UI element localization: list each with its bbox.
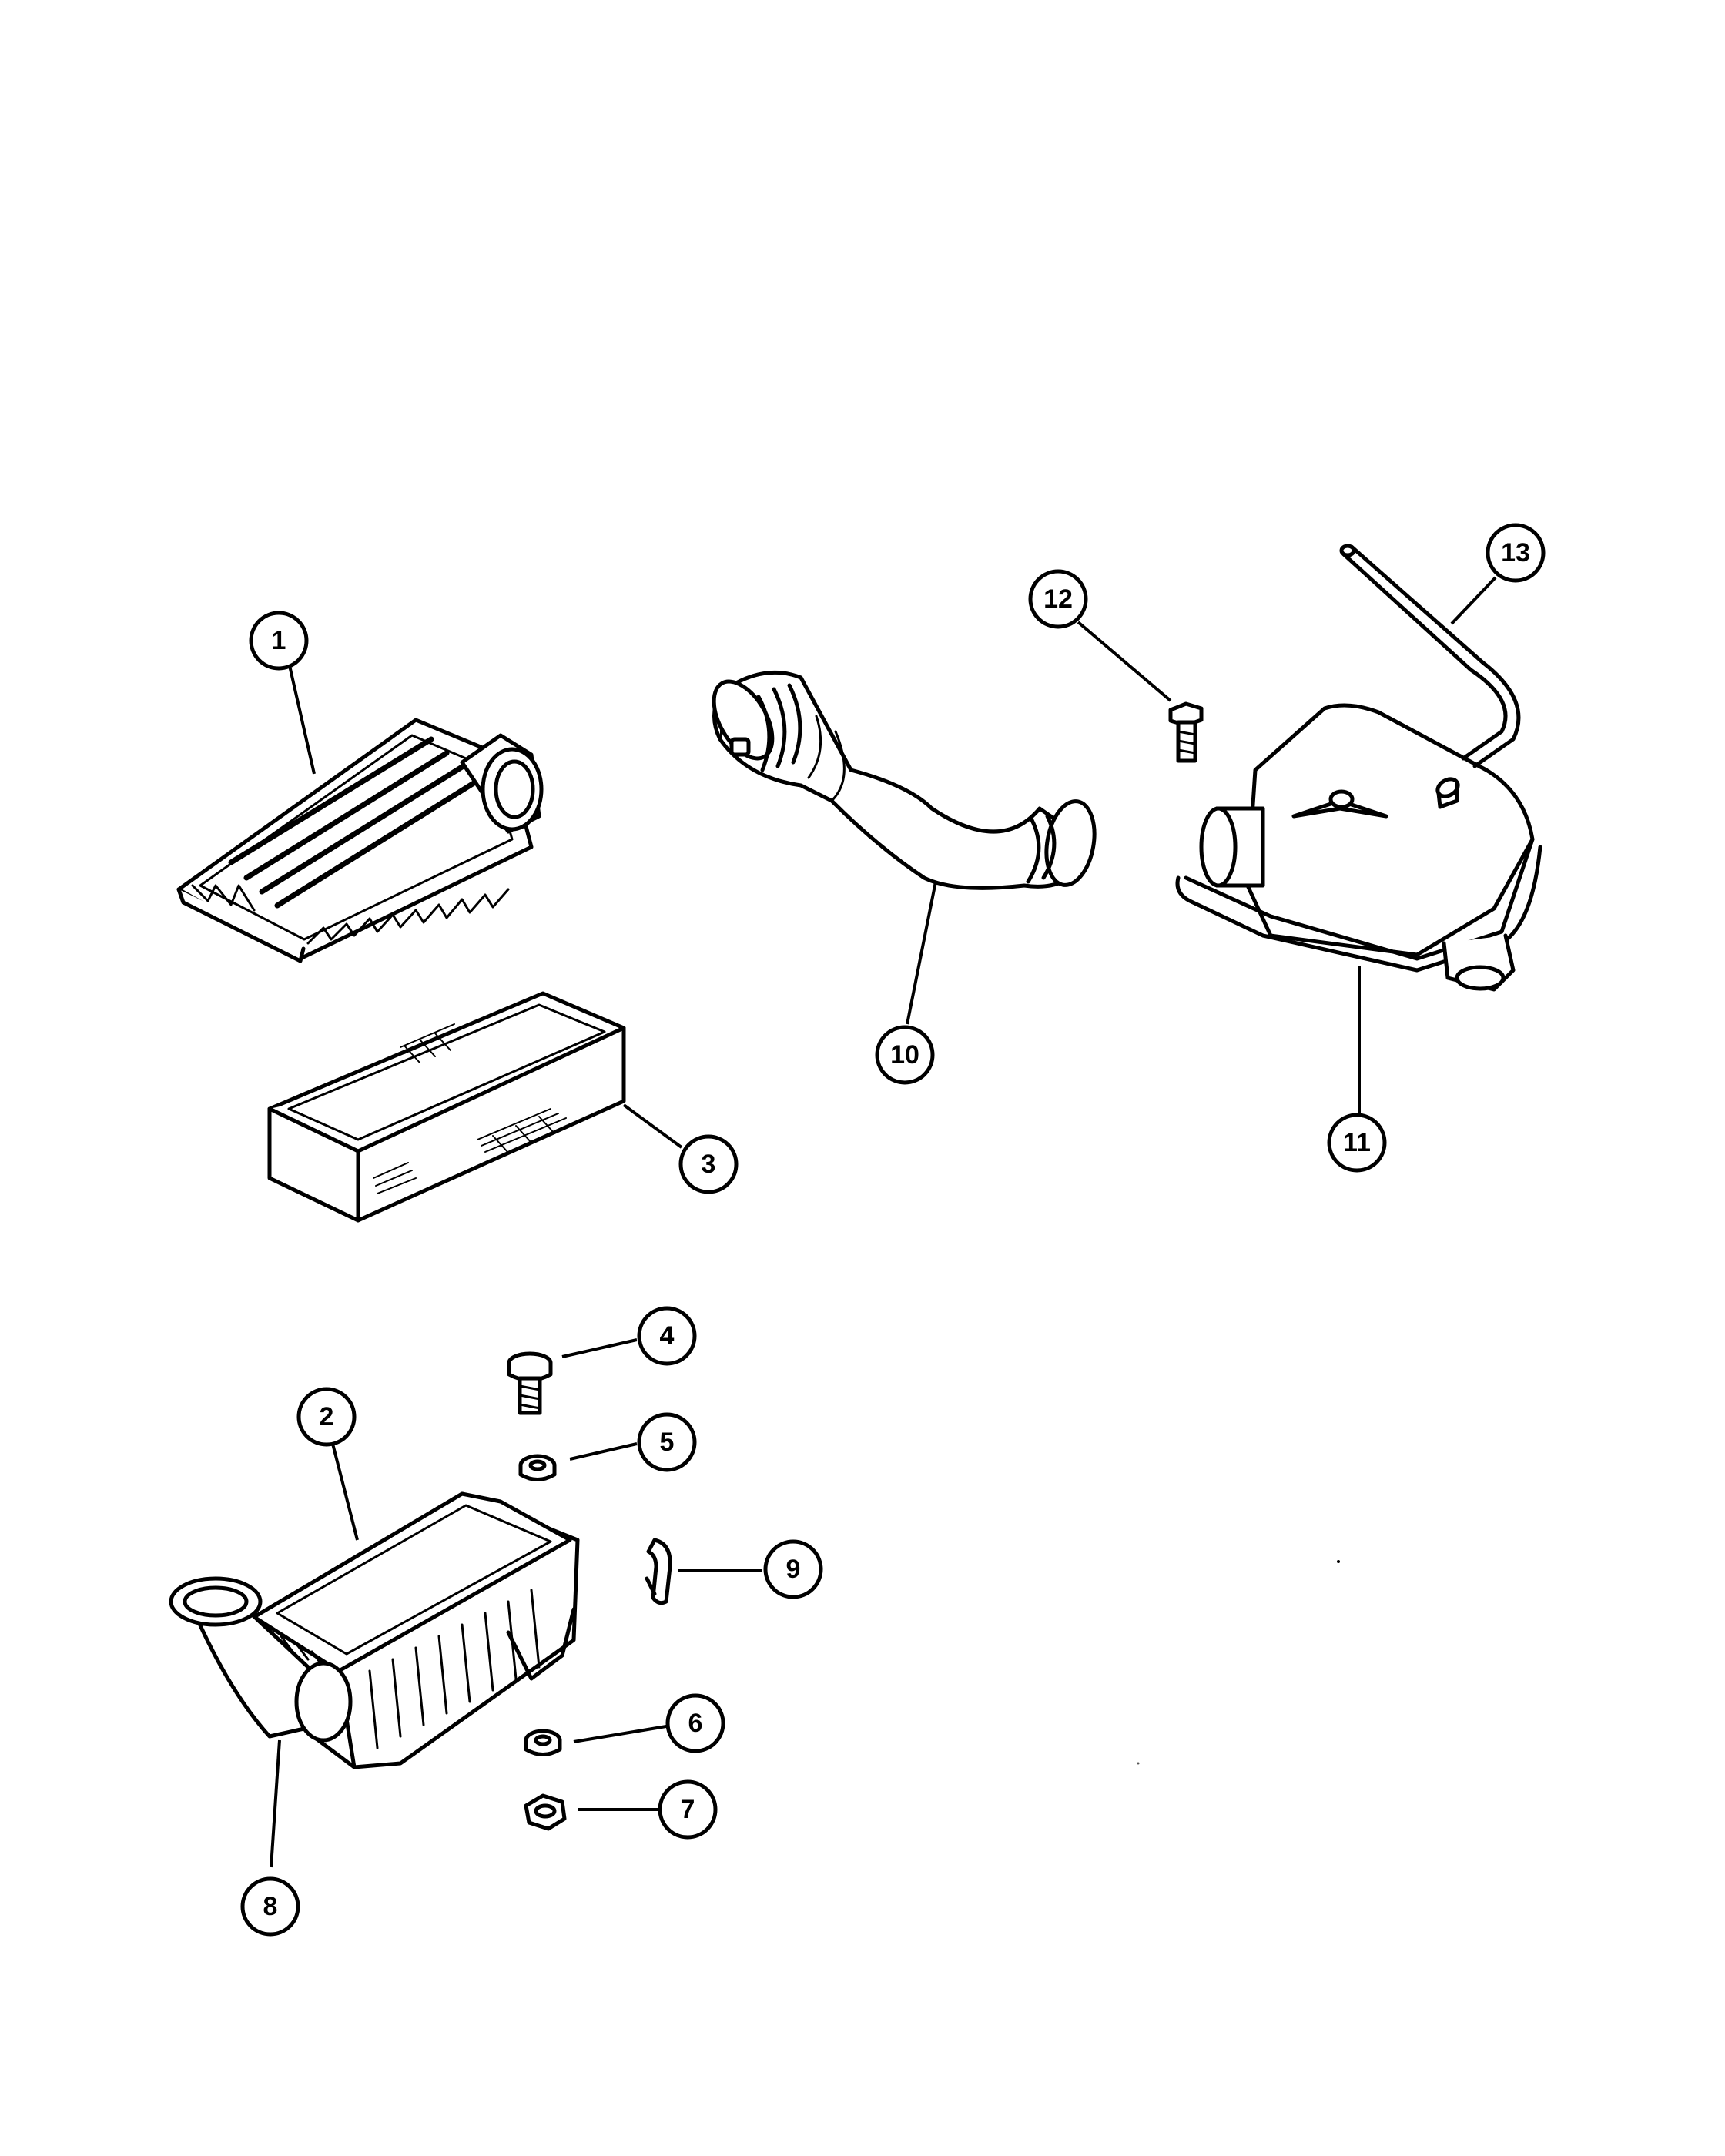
resonator-box <box>1175 703 1542 992</box>
leader-8 <box>270 1739 281 1868</box>
leader-2 <box>331 1443 359 1541</box>
air-cleaner-cover <box>176 718 544 963</box>
leader-1 <box>287 661 316 775</box>
callout-9: 9 <box>763 1539 823 1599</box>
callout-7-label: 7 <box>681 1795 695 1824</box>
callout-4-label: 4 <box>660 1321 675 1351</box>
callout-10: 10 <box>875 1025 935 1085</box>
air-cleaner-housing <box>169 1491 580 1769</box>
callout-4: 4 <box>637 1306 697 1366</box>
callout-8: 8 <box>240 1876 300 1937</box>
callout-9-label: 9 <box>786 1555 801 1584</box>
leader-10 <box>906 881 937 1025</box>
callout-3-label: 3 <box>702 1150 716 1179</box>
leader-13 <box>1450 576 1497 625</box>
leader-4 <box>561 1338 638 1358</box>
leader-3 <box>622 1103 683 1149</box>
callout-11: 11 <box>1327 1113 1387 1173</box>
callout-3: 3 <box>678 1134 739 1194</box>
callout-2-label: 2 <box>320 1402 334 1431</box>
leader-12 <box>1077 621 1172 702</box>
vent-hose <box>1339 544 1521 768</box>
callout-6-label: 6 <box>688 1709 703 1738</box>
callout-7: 7 <box>658 1779 718 1840</box>
callout-1: 1 <box>249 611 309 671</box>
callout-5: 5 <box>637 1412 697 1472</box>
bolt-12 <box>1168 701 1204 763</box>
callout-12: 12 <box>1028 569 1088 629</box>
scan-speck <box>1137 1762 1140 1765</box>
callout-1-label: 1 <box>272 626 286 655</box>
scan-speck <box>1337 1560 1340 1563</box>
air-inlet-hose <box>712 670 1097 890</box>
callout-12-label: 12 <box>1043 584 1073 614</box>
callout-5-label: 5 <box>660 1428 675 1457</box>
callout-13-label: 13 <box>1501 538 1530 567</box>
grommet-6 <box>524 1729 562 1756</box>
callout-6: 6 <box>665 1693 725 1753</box>
callout-10-label: 10 <box>890 1040 919 1070</box>
callout-11-label: 11 <box>1343 1128 1371 1157</box>
grommet-5 <box>518 1454 557 1481</box>
callout-13: 13 <box>1486 523 1546 583</box>
callout-2: 2 <box>296 1387 357 1447</box>
air-filter-element <box>267 991 626 1223</box>
callout-8-label: 8 <box>263 1892 278 1921</box>
nut-7 <box>524 1793 567 1831</box>
leader-6 <box>573 1723 676 1743</box>
clip-9 <box>645 1538 672 1605</box>
bolt-4 <box>507 1351 553 1415</box>
leader-5 <box>569 1442 638 1461</box>
leader-lines <box>270 576 1497 1868</box>
